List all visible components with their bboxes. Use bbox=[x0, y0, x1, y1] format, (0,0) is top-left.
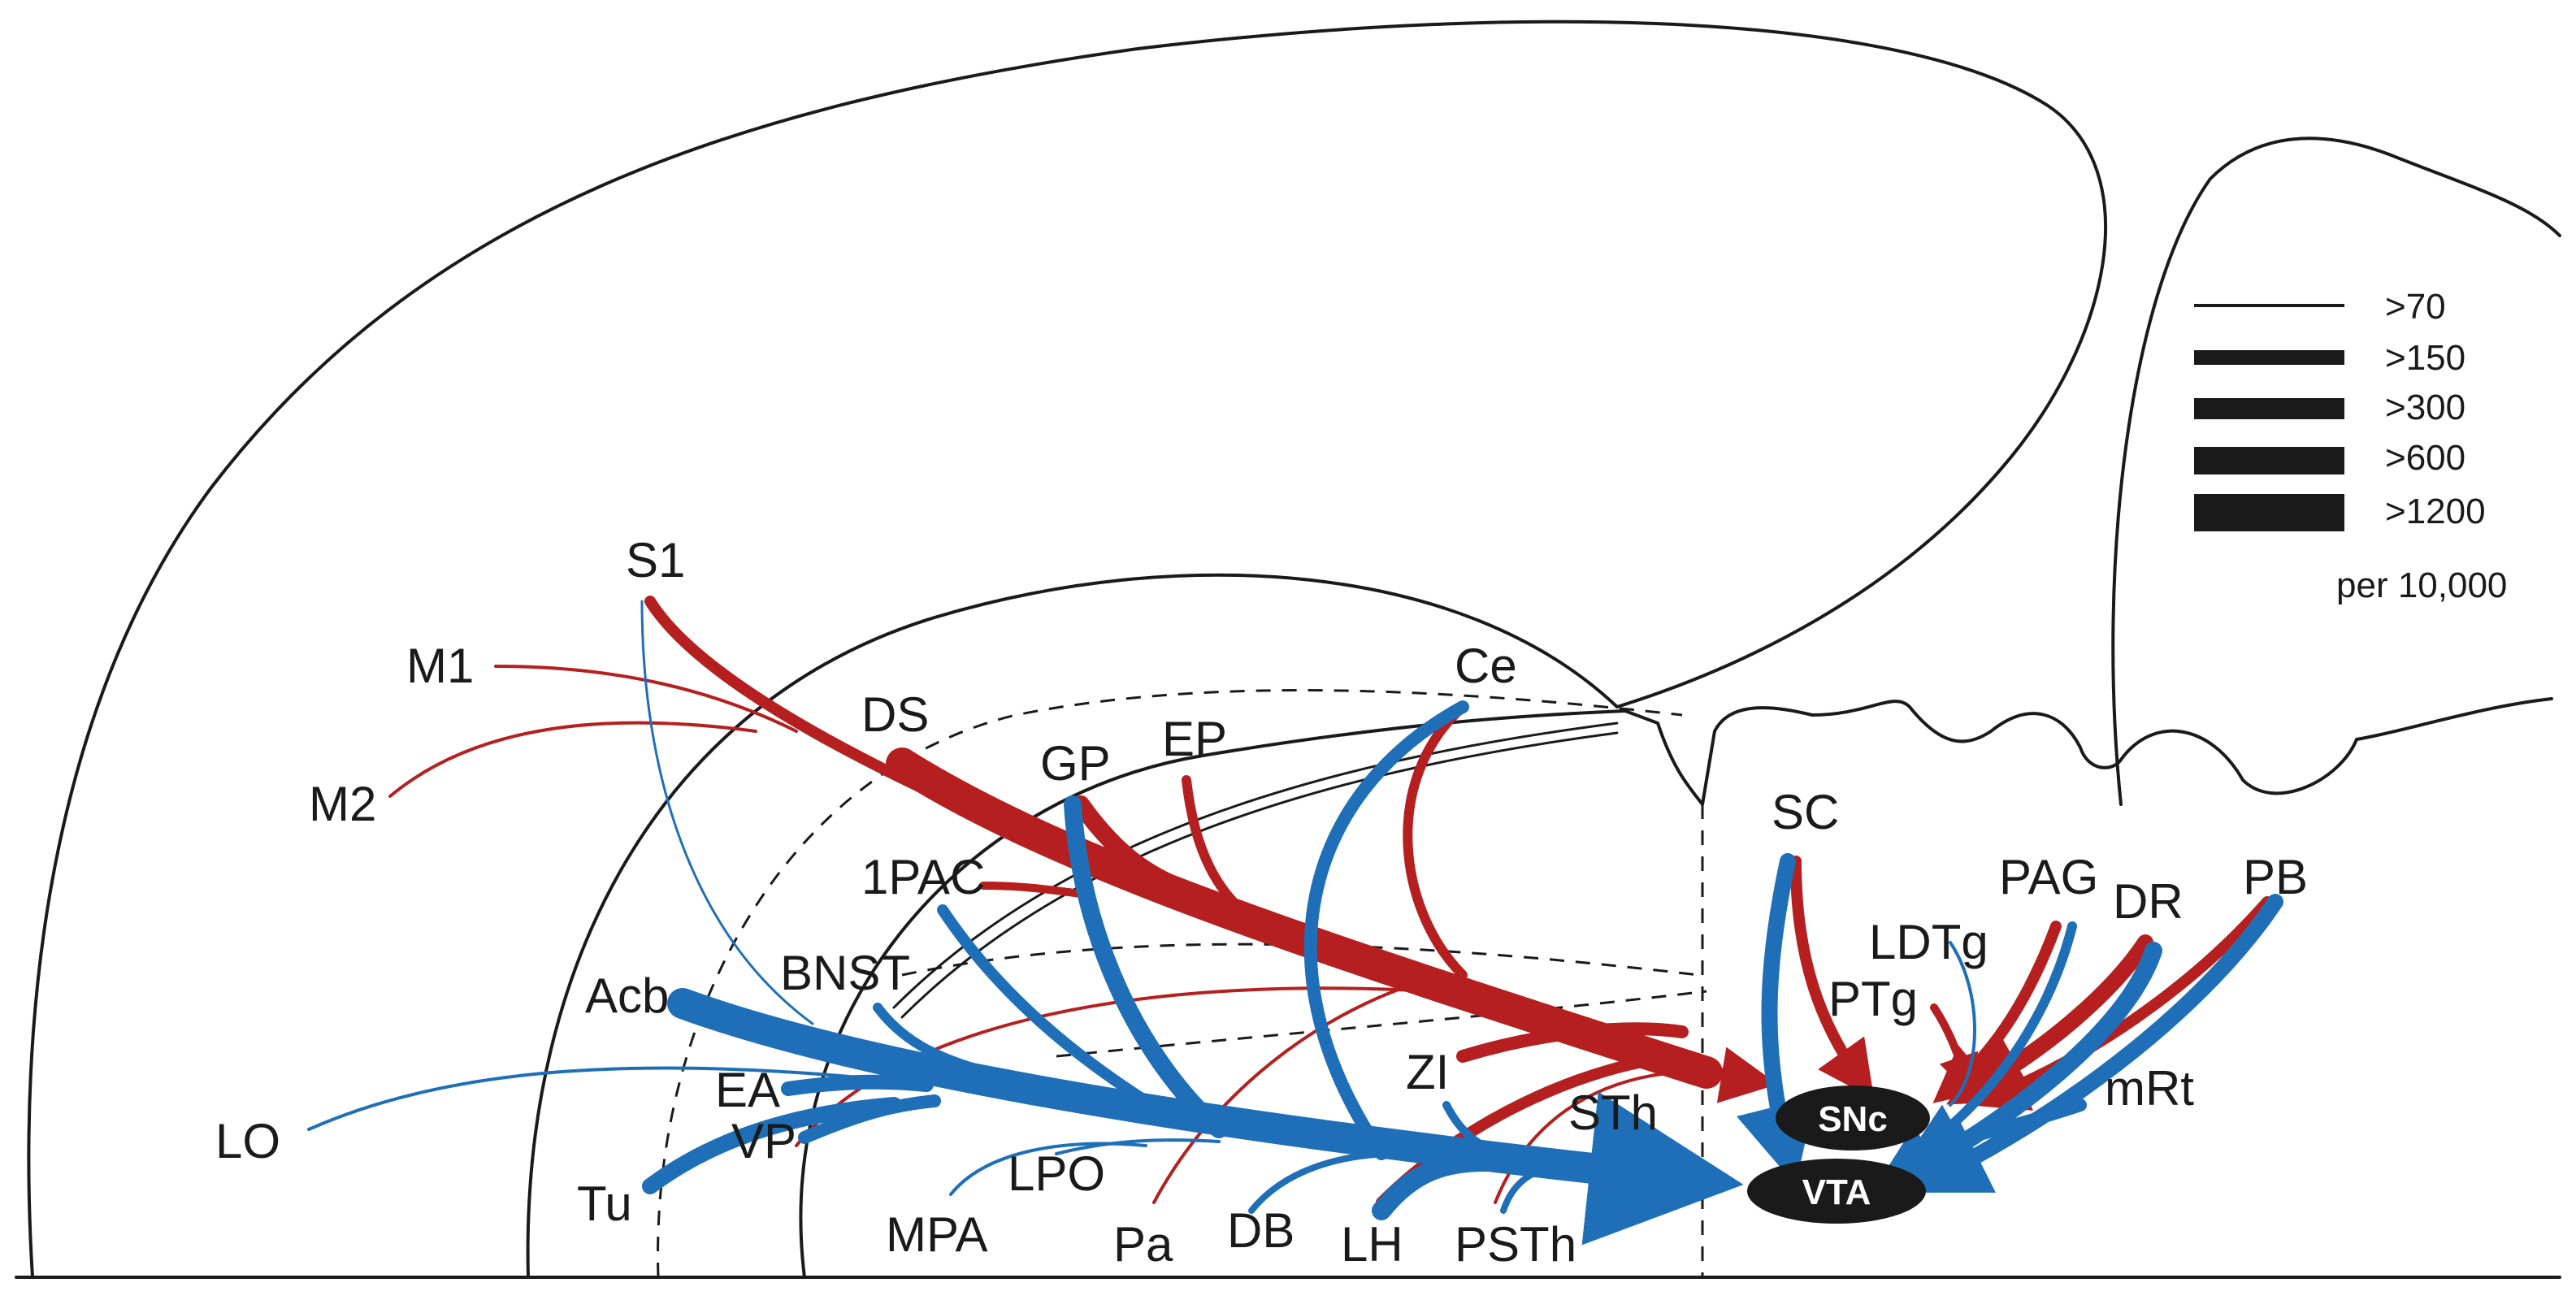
label-ep: EP bbox=[1162, 712, 1227, 766]
label-zi: ZI bbox=[1406, 1045, 1449, 1099]
projection-ep-red bbox=[1182, 775, 1256, 923]
label-ldtg: LDTg bbox=[1869, 915, 1988, 969]
legend-label-300: >300 bbox=[2385, 388, 2465, 427]
brain-outline bbox=[15, 20, 2561, 1279]
label-pa: Pa bbox=[1113, 1217, 1173, 1272]
projection-m1 bbox=[494, 665, 798, 733]
label-ptg: PTg bbox=[1828, 972, 1918, 1026]
label-lo: LO bbox=[215, 1114, 280, 1168]
label-ce: Ce bbox=[1455, 639, 1517, 693]
projection-lo-vta bbox=[307, 1066, 896, 1131]
projection-bnst-blue bbox=[873, 1003, 980, 1073]
label-m1: M1 bbox=[406, 639, 474, 693]
label-mpa: MPA bbox=[886, 1207, 988, 1262]
snc-label: SNc bbox=[1818, 1099, 1888, 1139]
projection-pb-blue bbox=[1905, 894, 2283, 1193]
label-pag: PAG bbox=[1999, 850, 2098, 904]
line-thickness-legend: >70 >150 >300 >600 >1200 per 10,000 bbox=[2194, 287, 2507, 605]
projection-vp-blue bbox=[798, 1094, 941, 1144]
projection-zi-red bbox=[1456, 1022, 1689, 1063]
projection-sc-red bbox=[1790, 856, 1875, 1099]
legend-label-70: >70 bbox=[2385, 287, 2446, 327]
projection-pb-red bbox=[1970, 896, 2273, 1111]
label-lh: LH bbox=[1341, 1217, 1403, 1272]
label-s1: S1 bbox=[626, 533, 685, 587]
label-ds: DS bbox=[861, 687, 929, 742]
label-gp: GP bbox=[1040, 736, 1111, 791]
label-m2: M2 bbox=[309, 777, 376, 831]
legend-label-150: >150 bbox=[2385, 338, 2465, 378]
label-bnst: BNST bbox=[780, 946, 910, 1000]
projection-gp-blue bbox=[1064, 795, 1228, 1138]
projection-zi-blue bbox=[1442, 1101, 1532, 1166]
vta-projections bbox=[307, 600, 2283, 1246]
legend-line-300 bbox=[2194, 398, 2344, 419]
projection-tu-vta bbox=[642, 1097, 902, 1194]
projection-pa-red bbox=[1152, 973, 1448, 1204]
label-sth: STh bbox=[1568, 1086, 1658, 1140]
region-labels: S1 M1 M2 DS GP EP Ce 1PAC BNST Acb EA LO… bbox=[215, 533, 2308, 1272]
label-db: DB bbox=[1227, 1203, 1295, 1258]
projection-m2 bbox=[388, 721, 757, 798]
projection-ce-red bbox=[1403, 702, 1468, 980]
projection-mrt-blue bbox=[1960, 1098, 2087, 1144]
legend-label-1200: >1200 bbox=[2385, 492, 2486, 531]
label-tu: Tu bbox=[577, 1176, 632, 1231]
legend-unit: per 10,000 bbox=[2336, 566, 2507, 605]
label-ipac: 1PAC bbox=[861, 850, 985, 904]
label-sc: SC bbox=[1772, 785, 1839, 839]
projection-db-blue bbox=[1248, 1150, 1401, 1214]
snc-target bbox=[1776, 1086, 1930, 1150]
projection-psth-blue bbox=[1500, 1163, 1563, 1214]
label-ea: EA bbox=[715, 1063, 780, 1117]
projection-ds-snc bbox=[886, 748, 1723, 1089]
vta-label: VTA bbox=[1802, 1172, 1871, 1212]
label-lpo: LPO bbox=[1008, 1146, 1105, 1201]
legend-line-1200 bbox=[2194, 494, 2344, 531]
legend-line-150 bbox=[2194, 350, 2344, 365]
projection-sth-blue bbox=[1607, 1136, 1667, 1172]
vta-target bbox=[1747, 1159, 1926, 1224]
projection-ipac-blue bbox=[937, 904, 1184, 1127]
legend-line-600 bbox=[2194, 447, 2344, 474]
projection-gp-red bbox=[1072, 795, 1203, 903]
label-mrt: mRt bbox=[2105, 1061, 2194, 1116]
label-psth: PSTh bbox=[1455, 1217, 1576, 1272]
projection-lh-blue bbox=[1372, 1152, 1497, 1220]
projection-ce-blue bbox=[1303, 700, 1469, 1160]
projection-ea-vta bbox=[781, 1074, 934, 1096]
projection-ldtg-blue bbox=[1949, 941, 1976, 1107]
projection-s1-blue bbox=[640, 600, 814, 1025]
legend-label-600: >600 bbox=[2385, 438, 2465, 478]
projection-lpo-blue bbox=[1055, 1138, 1221, 1155]
label-dr: DR bbox=[2113, 874, 2184, 929]
projection-ptg-red bbox=[1930, 1003, 1979, 1096]
projection-ipac-red bbox=[979, 882, 1085, 898]
label-acb: Acb bbox=[585, 968, 669, 1023]
label-pb: PB bbox=[2243, 850, 2308, 904]
label-vp: VP bbox=[731, 1114, 796, 1168]
